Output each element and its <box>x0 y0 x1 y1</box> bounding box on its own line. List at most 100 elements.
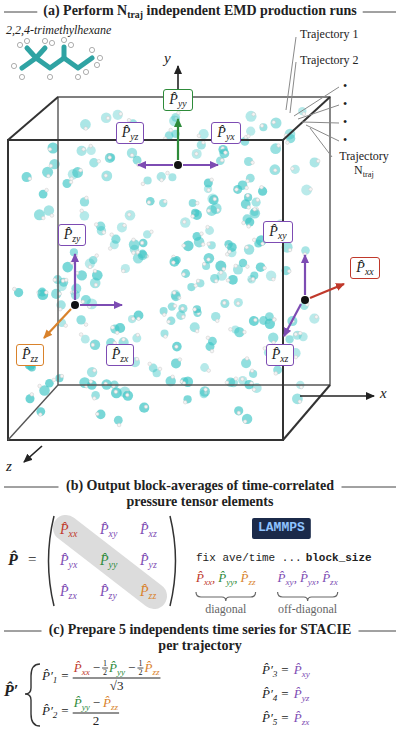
section-heading: (a) Perform Ntraj independent EMD produc… <box>43 3 356 19</box>
hydrogen-atom <box>79 168 83 172</box>
hydrogen-atom <box>135 357 139 361</box>
matrix-symbol: P̂ <box>8 551 18 569</box>
heading-rule <box>359 631 397 632</box>
trajectory-label: Trajectory 2 <box>300 54 359 68</box>
hydrogen-atom <box>202 141 206 145</box>
hydrogen-atom <box>245 186 249 190</box>
hydrogen-atom <box>253 208 257 212</box>
tensor-component-box: P̂yx <box>211 122 240 145</box>
trajectory-label: Trajectory Ntraj <box>329 150 399 178</box>
carbon-atom <box>299 332 308 341</box>
minus-sign: − <box>93 661 100 676</box>
hydrogen-atom <box>181 315 185 319</box>
carbon-atom <box>259 123 267 131</box>
illustration-part <box>71 301 79 309</box>
hydrogen-atom <box>246 265 250 269</box>
carbon-atom <box>168 302 176 310</box>
carbon-atom <box>171 358 181 368</box>
fraction-digit: 1 <box>138 659 142 668</box>
component-label: P̂yx <box>217 125 234 140</box>
hydrogen-atom <box>39 413 43 417</box>
hydrogen-atom <box>164 335 168 339</box>
carbon-atom <box>266 271 276 281</box>
carbon-atom <box>48 143 59 154</box>
hydrogen-atom <box>79 333 83 337</box>
carbon-atom <box>215 261 226 272</box>
section-heading: (b) Output block-averages of time-correl… <box>65 478 336 510</box>
tensor-element: P̂zz <box>241 571 256 586</box>
hydrogen-atom <box>119 112 123 116</box>
carbon-atom <box>121 264 130 273</box>
hydrogen-atom <box>93 397 97 401</box>
hydrogen-atom <box>242 221 246 225</box>
carbon-atom <box>220 299 229 308</box>
hydrogen-atom <box>89 144 93 148</box>
hydrogen-atom <box>140 241 144 245</box>
x-axis <box>300 395 374 397</box>
carbon-atom <box>89 158 98 167</box>
carbon-atom <box>62 262 73 273</box>
tensor-component-box: P̂zy <box>58 224 87 247</box>
hydrogen-atom <box>236 302 240 306</box>
hydrogen-atom <box>96 412 100 416</box>
molecule-name: 2,2,4-trimethylhexane <box>6 24 111 38</box>
group-label: diagonal <box>205 603 246 617</box>
carbon-atom <box>101 171 112 182</box>
hydrogen-atom <box>229 328 233 332</box>
ellipsis-dot: • <box>343 116 347 130</box>
hydrogen-atom <box>247 134 251 138</box>
hydrogen-atom <box>94 283 98 287</box>
tensor-element: P̂zx <box>322 571 338 586</box>
tensor-element: P̂yx, <box>300 571 319 586</box>
hydrogen-atom <box>85 196 89 200</box>
equation-term: P̂xy <box>294 663 310 678</box>
hydrogen-atom <box>169 128 173 132</box>
hydrogen-atom <box>147 201 151 205</box>
hydrogen-atom <box>158 367 162 371</box>
hydrogen-atom <box>201 243 205 247</box>
illustration-part <box>304 255 306 295</box>
hydrogen-atom <box>173 304 177 308</box>
tensor-element: P̂yy, <box>218 571 237 586</box>
fraction-digit: 2 <box>103 668 107 677</box>
hydrogen-atom <box>286 141 290 145</box>
illustration-part <box>8 97 58 140</box>
hydrogen-atom <box>111 326 115 330</box>
hydrogen-atom <box>207 258 211 262</box>
component-label: P̂zx <box>112 347 129 362</box>
hydrogen-atom <box>167 320 171 324</box>
carbon-atom <box>231 326 239 334</box>
hydrogen-atom <box>70 261 74 265</box>
hydrogen-atom <box>300 385 304 389</box>
lammps-logo <box>252 518 311 539</box>
matrix-entry: P̂yx <box>60 553 77 569</box>
hydrogen-atom <box>247 225 251 229</box>
hydrogen-atom <box>64 324 68 328</box>
fraction-digit: 2 <box>138 668 142 677</box>
hydrogen-atom <box>223 301 227 305</box>
illustration-part <box>11 37 102 79</box>
equation-term: P̂xx <box>74 661 90 676</box>
matrix-entry: P̂yy <box>100 553 117 569</box>
illustration-part <box>306 125 339 141</box>
hydrogen-atom <box>197 134 201 138</box>
illustration-part <box>310 128 332 157</box>
hydrogen-atom <box>210 178 214 182</box>
equation-term: P̂zx <box>294 711 310 726</box>
carbon-atom <box>97 226 106 235</box>
minus-sign: − <box>128 661 135 676</box>
carbon-atom <box>206 205 217 216</box>
carbon-atom <box>146 197 155 206</box>
ellipsis-dot: • <box>343 98 347 112</box>
carbon-atom <box>157 172 166 181</box>
heading-rule <box>4 631 42 632</box>
hydrogen-atom <box>132 251 136 255</box>
hydrogen-atom <box>273 169 277 173</box>
component-label: P̂yz <box>122 125 139 140</box>
equals-sign: = <box>61 669 68 684</box>
hydrogen-atom <box>235 188 239 192</box>
hydrogen-atom <box>50 214 54 218</box>
hydrogen-atom <box>89 380 93 384</box>
hydrogen-atom <box>52 378 56 382</box>
carbon-atom <box>71 284 81 294</box>
